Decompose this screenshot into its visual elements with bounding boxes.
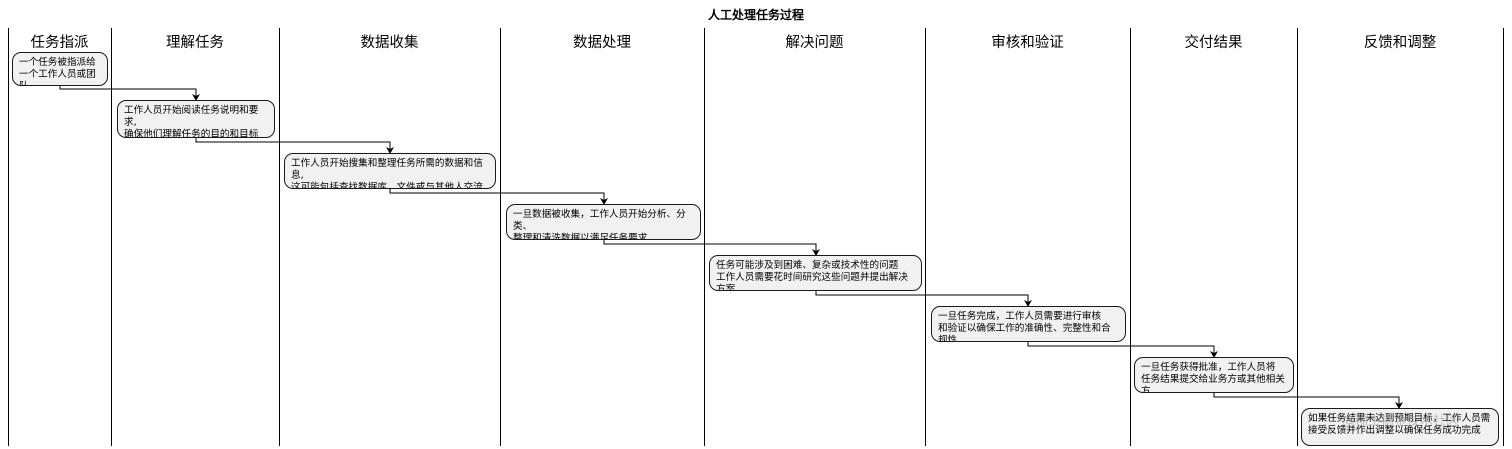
lane-header-data-processing: 数据处理 [573,35,631,51]
lane-header-deliver-result: 交付结果 [1184,35,1243,51]
flow-arrow [59,86,200,101]
step-node-deliver: 一旦任务获得批准，工作人员将 任务结果提交给业务方或其他相关方 [1134,357,1294,393]
lane-divider [704,28,705,446]
lane-divider [279,28,280,446]
lane-divider [111,28,112,446]
diagram-title: 人工处理任务过程 [707,8,804,22]
watermark: @稀土掘金技术社区 [1342,414,1460,429]
step-node-process: 一旦数据被收集，工作人员开始分析、分类、 整理和清洗数据以满足任务要求 [506,204,701,240]
step-node-review: 一旦任务完成，工作人员需要进行审核 和验证以确保工作的准确性、完整性和合规性 [931,306,1126,342]
flow-arrow [389,189,608,205]
flow-arrow [195,138,394,154]
step-node-feedback: 如果任务结果未达到预期目标，工作人员需 接受反馈并作出调整以确保任务成功完成 [1301,408,1499,446]
step-node-solve: 任务可能涉及到困难、复杂或技术性的问题 工作人员需要花时间研究这些问题并提出解决… [709,255,922,291]
flow-arrow [815,291,1032,307]
flow-arrow [603,240,820,256]
step-node-understand: 工作人员开始阅读任务说明和要求, 确保他们理解任务的目的和目标 [117,100,275,138]
lane-header-data-collection: 数据收集 [360,35,419,51]
flow-arrow [1213,393,1403,409]
lane-divider [1297,28,1298,446]
flow-arrow [1027,342,1218,358]
step-node-assign: 一个任务被指派给 一个工作人员或团队 [12,52,108,86]
lane-header-review-verify: 审核和验证 [991,35,1064,51]
lane-divider [1503,28,1504,446]
lane-divider [1130,28,1131,446]
lane-header-problem-solving: 解决问题 [785,35,844,51]
lane-divider [500,28,501,446]
lane-header-task-assignment: 任务指派 [30,35,89,51]
lane-header-feedback-adjust: 反馈和调整 [1363,35,1437,51]
lane-divider [925,28,926,446]
lane-divider [8,28,9,446]
lane-header-understand-task: 理解任务 [166,35,224,51]
step-node-collect: 工作人员开始搜集和整理任务所需的数据和信息, 这可能包括查找数据库、文件或与其他… [284,153,496,189]
